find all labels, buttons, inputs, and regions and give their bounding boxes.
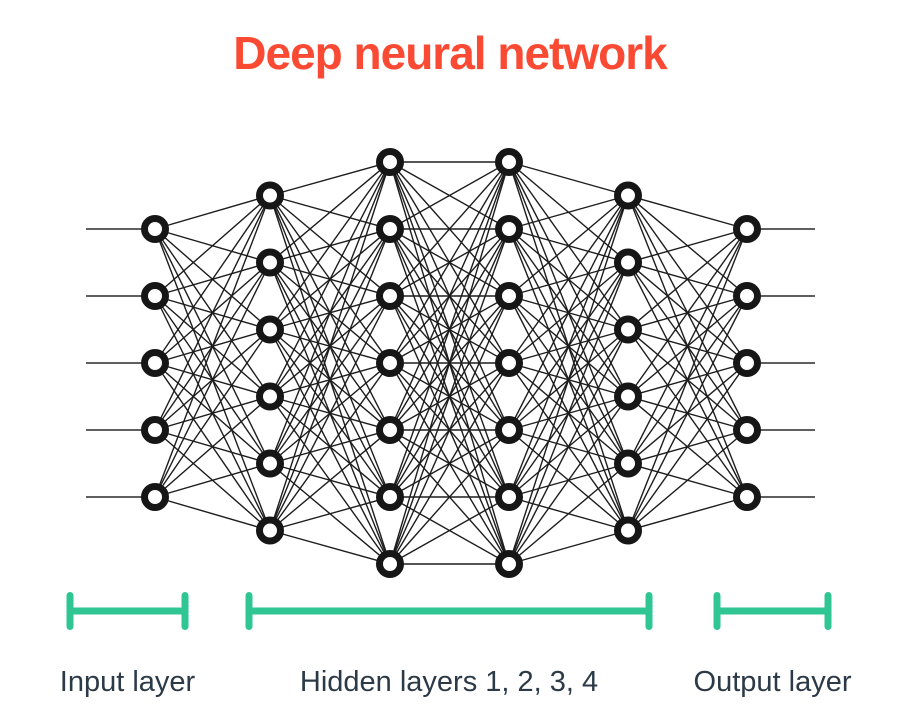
neuron-node-input (141, 349, 169, 377)
neuron-node-hidden-4 (614, 181, 642, 210)
neuron-node-hidden-3 (495, 550, 523, 578)
connection-line (154, 194, 271, 297)
neuron-node-input (141, 416, 169, 444)
connection-line (389, 295, 510, 565)
neuron-node-hidden-2 (376, 550, 404, 578)
connection-line (627, 362, 748, 531)
connection-line (154, 194, 271, 230)
connection-line (154, 195, 271, 498)
connection-line (269, 362, 391, 531)
connection-line (508, 194, 629, 297)
connection-line (154, 195, 271, 364)
neuron-node-hidden-3 (495, 282, 523, 310)
connection-line (627, 295, 748, 531)
neuron-node-hidden-2 (376, 416, 404, 444)
neuron-node-output (733, 215, 761, 243)
connection-line (627, 194, 748, 230)
connection-line (269, 161, 391, 197)
connection-line (627, 228, 748, 397)
connection-line (508, 161, 629, 197)
neuron-node-hidden-2 (376, 483, 404, 511)
neuron-node-hidden-4 (614, 449, 642, 478)
connection-line (269, 228, 391, 531)
connection-line (627, 496, 748, 532)
neuron-node-hidden-1 (256, 181, 284, 210)
connection-line (269, 161, 391, 397)
connection-line (154, 496, 271, 532)
neuron-node-hidden-3 (495, 416, 523, 444)
neuron-node-hidden-4 (614, 382, 642, 411)
connection-line (389, 161, 510, 297)
connection-line (627, 228, 748, 464)
connection-line (269, 429, 391, 532)
neuron-node-hidden-4 (614, 315, 642, 344)
neuron-node-hidden-4 (614, 516, 642, 545)
connection-line (389, 161, 510, 431)
connection-line (269, 496, 391, 532)
connection-line (269, 161, 391, 531)
connection-line (508, 329, 629, 565)
connection-line (154, 329, 271, 498)
connection-line (154, 262, 271, 498)
connection-line (389, 161, 510, 364)
connection-line (269, 529, 391, 565)
neuron-node-hidden-1 (256, 449, 284, 478)
neuron-node-hidden-2 (376, 282, 404, 310)
neuron-node-input (141, 282, 169, 310)
connection-line (389, 161, 510, 565)
connection-line (269, 161, 391, 464)
neuron-node-hidden-1 (256, 248, 284, 277)
neuron-node-hidden-2 (376, 349, 404, 377)
connection-line (627, 429, 748, 532)
neuron-node-output (733, 349, 761, 377)
connection-line (508, 262, 629, 565)
connection-line (508, 195, 629, 498)
hidden-layers-label: Hidden layers 1, 2, 3, 4 (299, 666, 599, 698)
neuron-node-hidden-3 (495, 483, 523, 511)
connection-line (389, 228, 510, 565)
connection-line (508, 195, 629, 431)
neuron-node-hidden-4 (614, 248, 642, 277)
connection-line (154, 462, 271, 498)
connection-line (508, 195, 629, 565)
neuron-node-hidden-1 (256, 516, 284, 545)
connection-line (627, 228, 748, 331)
connection-line (508, 396, 629, 565)
connection-line (154, 395, 271, 498)
connection-line (269, 161, 391, 330)
neuron-node-input (141, 483, 169, 511)
connection-line (508, 194, 629, 230)
input-layer-label: Input layer (59, 666, 196, 698)
figure-title: Deep neural network (233, 27, 667, 79)
connection-line (269, 295, 391, 531)
neuron-node-hidden-3 (495, 215, 523, 243)
neuron-node-hidden-3 (495, 349, 523, 377)
neuron-node-input (141, 215, 169, 243)
connection-line (508, 195, 629, 364)
neuron-node-hidden-2 (376, 215, 404, 243)
neuron-node-hidden-1 (256, 382, 284, 411)
connection-line (389, 161, 510, 498)
connection-line (389, 496, 510, 565)
connection-line (389, 362, 510, 565)
output-layer-label: Output layer (693, 666, 852, 698)
connection-line (269, 161, 391, 264)
connection-line (389, 429, 510, 565)
connection-line (154, 195, 271, 431)
neuron-node-output (733, 483, 761, 511)
neuron-node-hidden-2 (376, 148, 404, 176)
neuron-node-output (733, 416, 761, 444)
neuron-node-hidden-1 (256, 315, 284, 344)
neuron-node-hidden-3 (495, 148, 523, 176)
connection-line (627, 228, 748, 531)
neuron-node-output (733, 282, 761, 310)
connection-line (508, 529, 629, 565)
connection-line (389, 161, 510, 230)
connection-line (508, 462, 629, 565)
connection-line (627, 228, 748, 264)
